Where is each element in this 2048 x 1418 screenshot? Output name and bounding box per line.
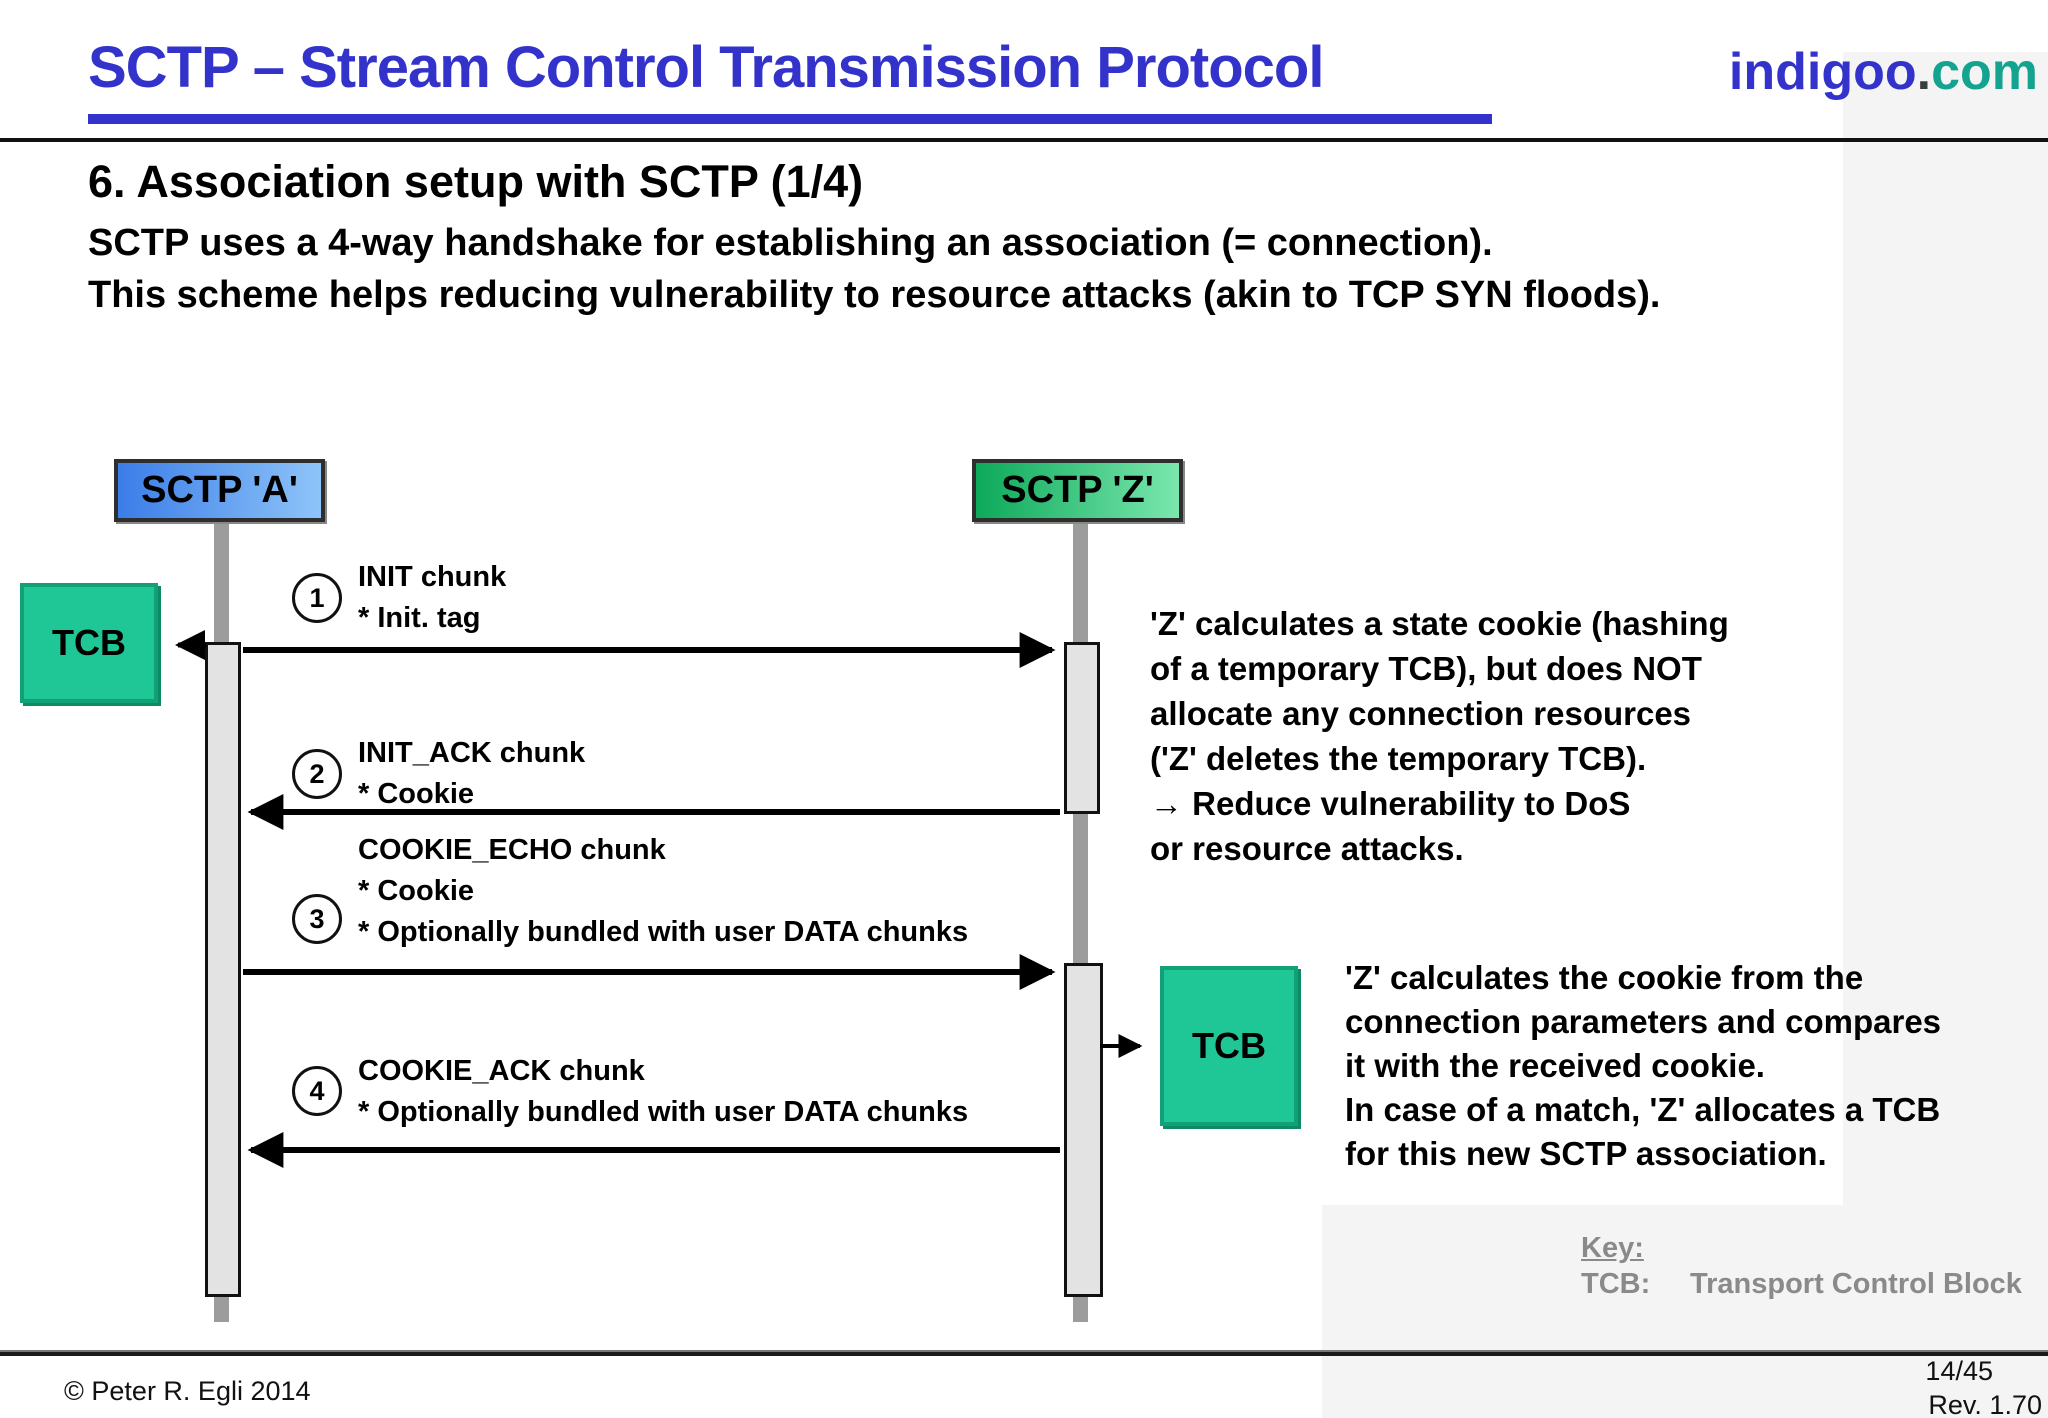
note-line: ('Z' deletes the temporary TCB). [1150, 740, 1647, 777]
note-line: In case of a match, 'Z' allocates a TCB [1345, 1091, 1941, 1128]
message-line: COOKIE_ECHO chunk [358, 834, 666, 866]
note-cookie-match: 'Z' calculates the cookie from the conne… [1345, 956, 1941, 1176]
key-definition: Transport Control Block [1690, 1268, 2022, 1300]
message-line: COOKIE_ACK chunk [358, 1055, 645, 1087]
tcb-box-right: TCB [1160, 966, 1298, 1126]
step-circle-3: 3 [292, 894, 342, 944]
step-circle-2: 2 [292, 749, 342, 799]
tcb-box-left: TCB [20, 583, 158, 703]
background-patch-bottom-right [1322, 1205, 2048, 1418]
tcb-label: TCB [52, 622, 126, 663]
title-underline [88, 114, 1492, 124]
step-number: 1 [309, 582, 325, 613]
message-line: * Cookie [358, 875, 475, 907]
step-circle-1: 1 [292, 573, 342, 623]
note-line: connection parameters and compares [1345, 1003, 1942, 1040]
note-line: allocate any connection resources [1150, 695, 1692, 732]
footer-divider [0, 1350, 2048, 1356]
revision-number: Rev. 1.70 [1928, 1390, 2042, 1418]
message-label-init: INIT chunk * Init. tag [358, 557, 506, 639]
actor-box-sctp-z: SCTP 'Z' [972, 459, 1183, 522]
logo: indigoo.com [1729, 42, 2038, 102]
note-line: or resource attacks. [1150, 830, 1464, 867]
note-line: 'Z' calculates the cookie from the [1345, 959, 1864, 996]
step-number: 4 [309, 1075, 325, 1106]
actor-label: SCTP 'Z' [1001, 469, 1154, 511]
header-divider [0, 138, 2048, 142]
key-title: Key: [1581, 1232, 1644, 1264]
message-label-cookie-echo: COOKIE_ECHO chunk * Cookie * Optionally … [358, 830, 968, 953]
message-line: INIT chunk [358, 561, 507, 593]
step-circle-4: 4 [292, 1066, 342, 1116]
note-line: for this new SCTP association. [1345, 1135, 1827, 1172]
key-term: TCB: [1581, 1268, 1651, 1300]
activation-bar-z-2 [1064, 963, 1103, 1297]
background-patch-right [1843, 52, 2048, 1418]
intro-line: SCTP uses a 4-way handshake for establis… [88, 222, 1493, 264]
message-line: * Optionally bundled with user DATA chun… [358, 916, 969, 948]
step-number: 2 [309, 758, 325, 789]
message-label-cookie-ack: COOKIE_ACK chunk * Optionally bundled wi… [358, 1051, 968, 1133]
intro-line: This scheme helps reducing vulnerability… [88, 274, 1661, 316]
activation-bar-a [205, 642, 241, 1297]
actor-box-sctp-a: SCTP 'A' [114, 459, 325, 522]
logo-dot: . [1916, 43, 1932, 101]
message-line: * Cookie [358, 778, 475, 810]
section-heading: 6. Association setup with SCTP (1/4) [88, 156, 864, 207]
actor-label: SCTP 'A' [141, 469, 298, 511]
footer-copyright: © Peter R. Egli 2014 [64, 1376, 311, 1406]
logo-tld: com [1931, 43, 2038, 101]
page-title: SCTP – Stream Control Transmission Proto… [88, 35, 1324, 100]
note-line: it with the received cookie. [1345, 1047, 1765, 1084]
message-line: * Init. tag [358, 602, 481, 634]
step-number: 3 [309, 903, 325, 934]
note-line: 'Z' calculates a state cookie (hashing [1150, 605, 1729, 642]
note-state-cookie: 'Z' calculates a state cookie (hashing o… [1150, 601, 1729, 871]
logo-name: indigoo [1728, 43, 1917, 101]
tcb-label: TCB [1192, 1025, 1266, 1066]
message-line: * Optionally bundled with user DATA chun… [358, 1096, 969, 1128]
note-line: of a temporary TCB), but does NOT [1150, 650, 1702, 687]
message-label-init-ack: INIT_ACK chunk * Cookie [358, 733, 585, 815]
activation-bar-z-1 [1064, 642, 1100, 814]
note-line: → Reduce vulnerability to DoS [1150, 785, 1631, 822]
message-line: INIT_ACK chunk [358, 737, 586, 769]
page-number: 14/45 [1925, 1356, 1993, 1386]
